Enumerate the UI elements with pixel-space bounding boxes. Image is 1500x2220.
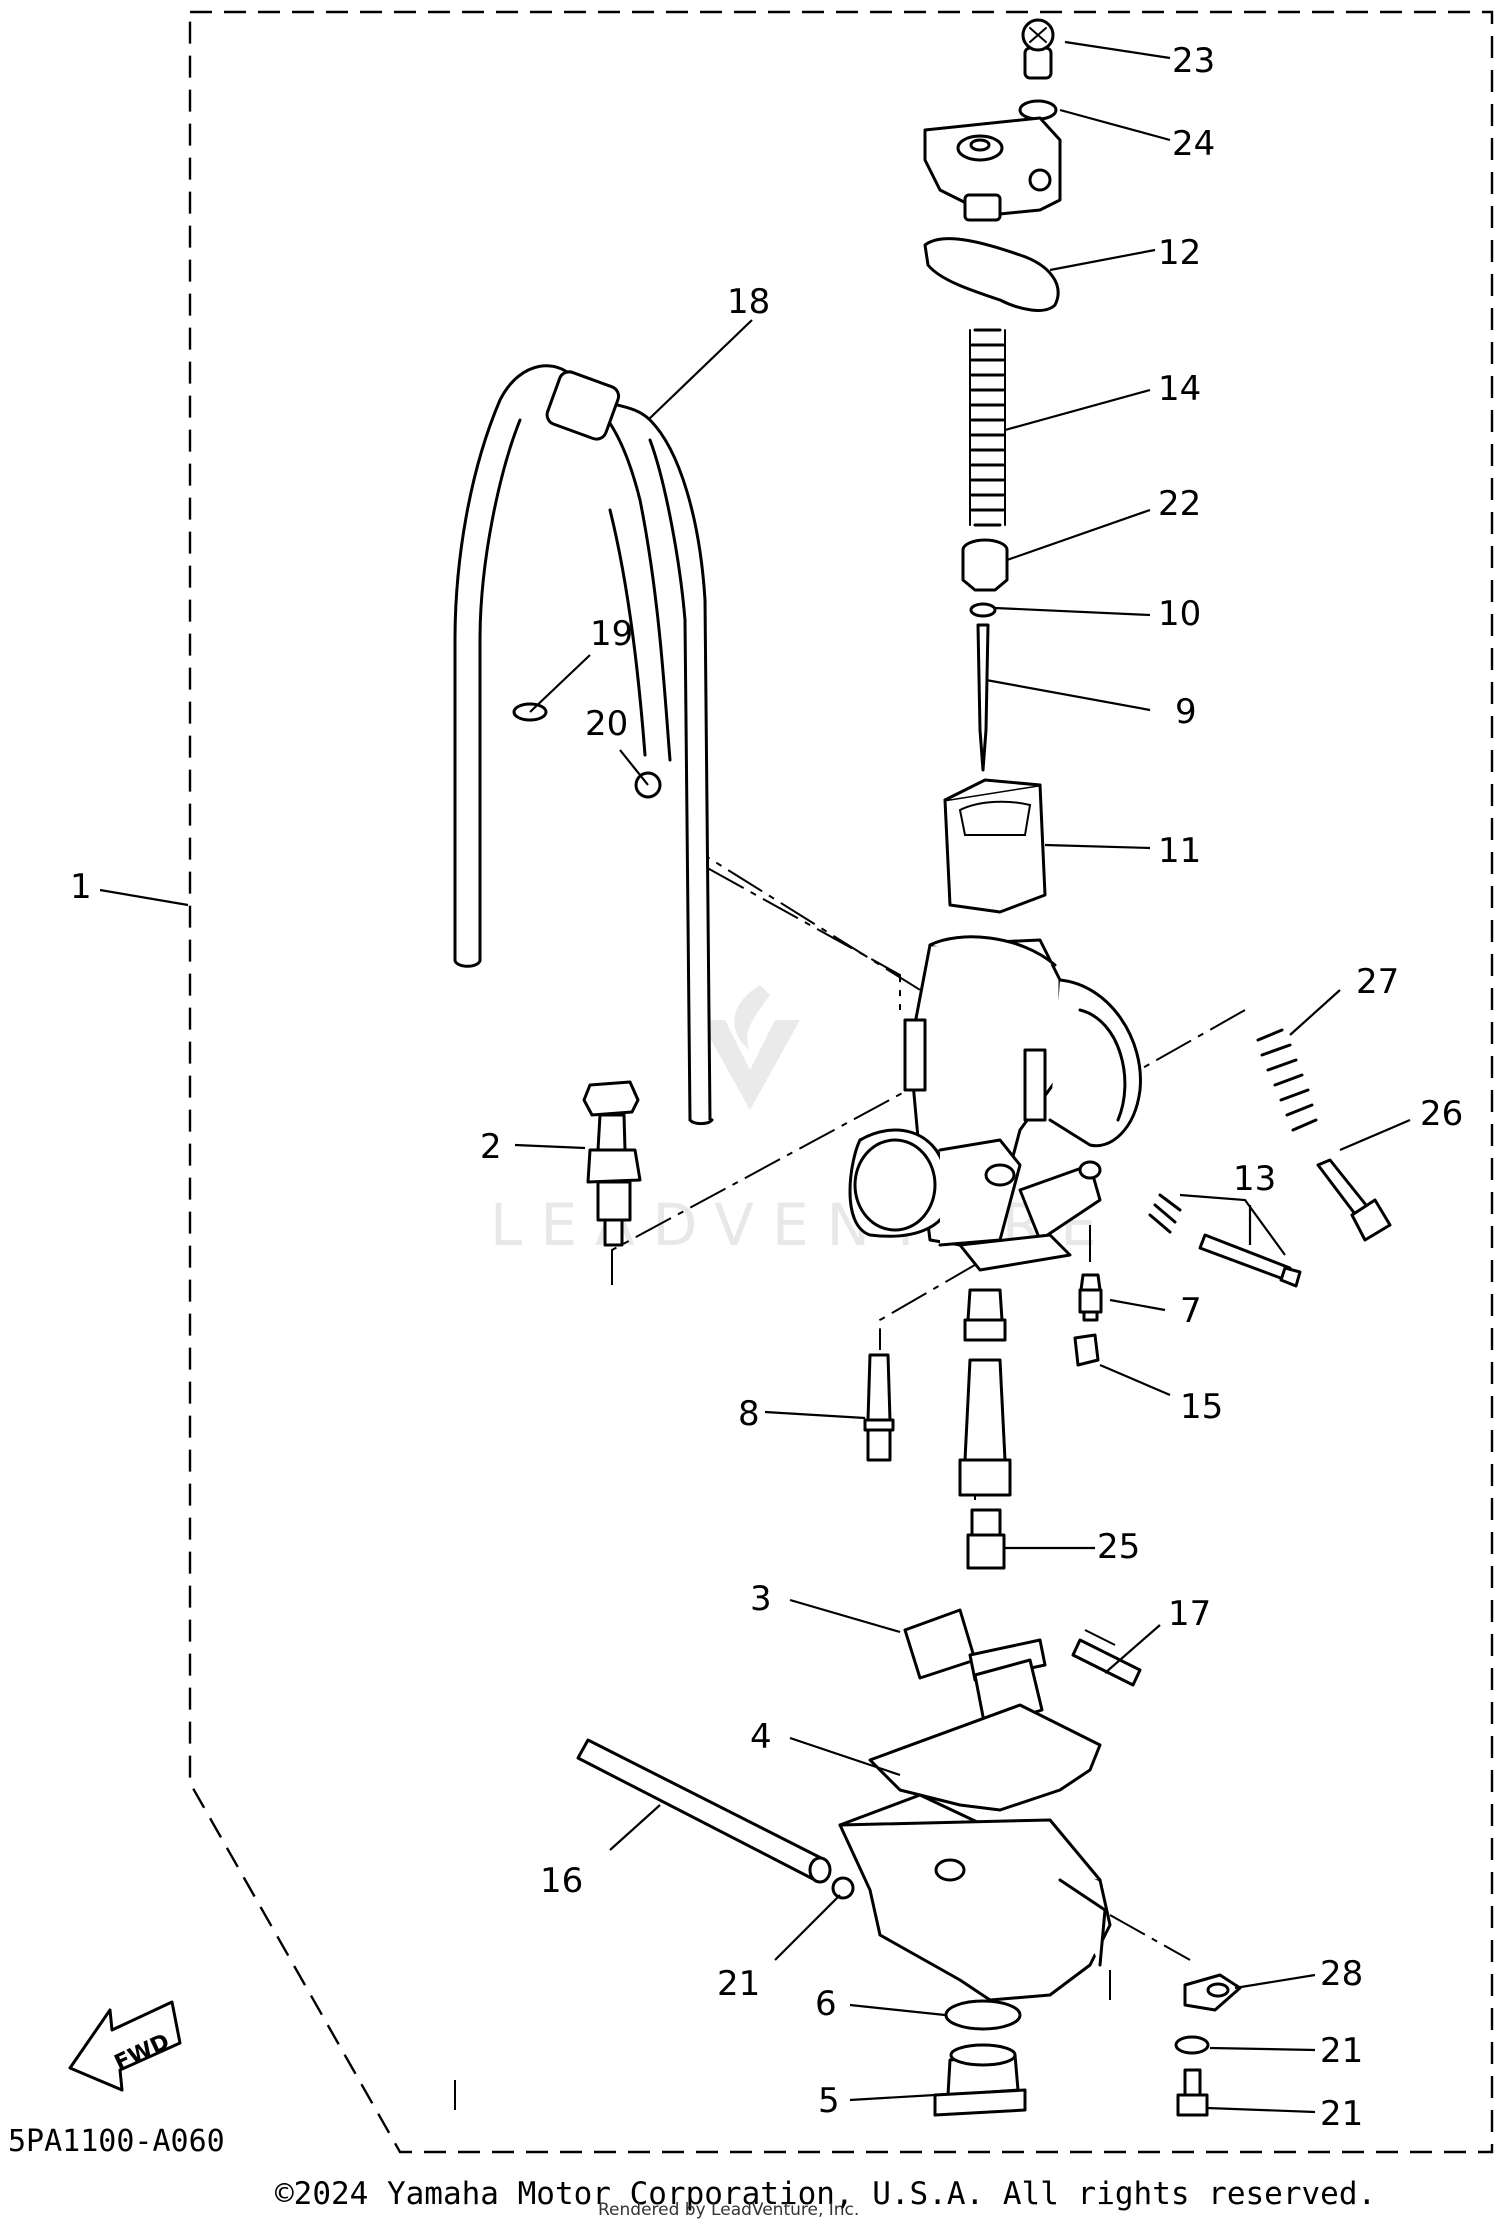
callout-28: 28 bbox=[1320, 1954, 1363, 1994]
o-ring-6 bbox=[944, 1999, 1022, 2031]
bracket-28 bbox=[1183, 1973, 1242, 2012]
callout-14: 14 bbox=[1158, 369, 1201, 409]
float-pin-20 bbox=[1071, 1638, 1142, 1687]
rendered-by-notice: Rendered by LeadVenture, Inc. bbox=[598, 2200, 860, 2220]
callout-9: 9 bbox=[1175, 692, 1197, 732]
float-bowl-gasket-4 bbox=[868, 1703, 1102, 1812]
washer-17 bbox=[1174, 2035, 1210, 2055]
main-jet-22 bbox=[966, 1508, 1006, 1570]
callout-8: 8 bbox=[738, 1394, 760, 1434]
callout-3: 3 bbox=[750, 1579, 772, 1619]
drain-hose-19 bbox=[576, 1738, 832, 1884]
jet-7 bbox=[1078, 1273, 1103, 1322]
throttle-valve-11 bbox=[943, 778, 1047, 914]
callout-24: 27 bbox=[1356, 962, 1399, 1002]
clip-10 bbox=[969, 602, 997, 618]
assembly-boundary bbox=[188, 10, 1494, 2154]
callout-6: 6 bbox=[815, 1984, 837, 2024]
callout-11: 11 bbox=[1158, 831, 1201, 871]
carburetor-body bbox=[848, 935, 1142, 1272]
spring-14 bbox=[969, 328, 1006, 527]
callout-12: 12 bbox=[1158, 233, 1201, 273]
screw-23 bbox=[1316, 1158, 1392, 1242]
copyright-notice: ©2024 Yamaha Motor Corporation, U.S.A. A… bbox=[275, 2176, 1377, 2212]
needle-jet bbox=[958, 1288, 1012, 1497]
pilot-jet-8 bbox=[863, 1353, 895, 1462]
fwd-arrow-icon: FWD bbox=[68, 2000, 182, 2092]
adjuster-2 bbox=[582, 1080, 642, 1247]
clip-15 bbox=[1073, 1333, 1100, 1367]
callout-1: 1 bbox=[70, 867, 92, 907]
callout-21-upper: 19 bbox=[590, 614, 633, 654]
callout-4: 4 bbox=[750, 1717, 772, 1757]
drain-plug-5 bbox=[933, 2043, 1027, 2117]
callouts: 23 24 12 14 22 10 9 11 1 18 19 20 2 27 2… bbox=[70, 41, 1463, 2134]
callout-17: 21 bbox=[1320, 2031, 1363, 2071]
callout-25: 22 bbox=[1158, 484, 1201, 524]
callout-23: 26 bbox=[1420, 1094, 1463, 1134]
callout-15: 15 bbox=[1180, 1387, 1223, 1427]
callout-16: 21 bbox=[1320, 2094, 1363, 2134]
callout-2: 2 bbox=[480, 1127, 502, 1167]
washer-27 bbox=[1018, 99, 1058, 121]
float-3 bbox=[903, 1608, 1047, 1729]
callout-10: 10 bbox=[1158, 594, 1201, 634]
spring-24 bbox=[1256, 1028, 1318, 1132]
callout-20: 17 bbox=[1168, 1594, 1211, 1634]
callout-21-lower: 21 bbox=[717, 1964, 760, 2004]
spring-seat-25 bbox=[961, 538, 1009, 592]
callout-21-middle: 20 bbox=[585, 704, 628, 744]
throttle-stop-screw-13 bbox=[1148, 1193, 1302, 1288]
leader-lines bbox=[99, 40, 1411, 2114]
callout-18: 18 bbox=[727, 282, 770, 322]
callout-26: 23 bbox=[1172, 41, 1215, 81]
bolt-16 bbox=[1176, 2068, 1209, 2117]
vent-hose-18 bbox=[453, 364, 714, 1126]
jet-needle-9 bbox=[976, 623, 990, 772]
throttle-cap bbox=[923, 116, 1062, 222]
callout-7: 7 bbox=[1180, 1291, 1202, 1331]
screw-26 bbox=[1021, 18, 1055, 80]
diagram-code: 5PA1100-A060 bbox=[8, 2124, 225, 2159]
callout-13: 13 bbox=[1233, 1159, 1276, 1199]
callout-27: 24 bbox=[1172, 124, 1215, 164]
callout-22: 25 bbox=[1097, 1527, 1140, 1567]
float-bowl bbox=[838, 1793, 1112, 2002]
gasket-12 bbox=[923, 237, 1060, 312]
callout-5: 5 bbox=[818, 2081, 840, 2121]
callout-19: 16 bbox=[540, 1861, 583, 1901]
bracket-13 bbox=[1179, 1193, 1286, 1256]
